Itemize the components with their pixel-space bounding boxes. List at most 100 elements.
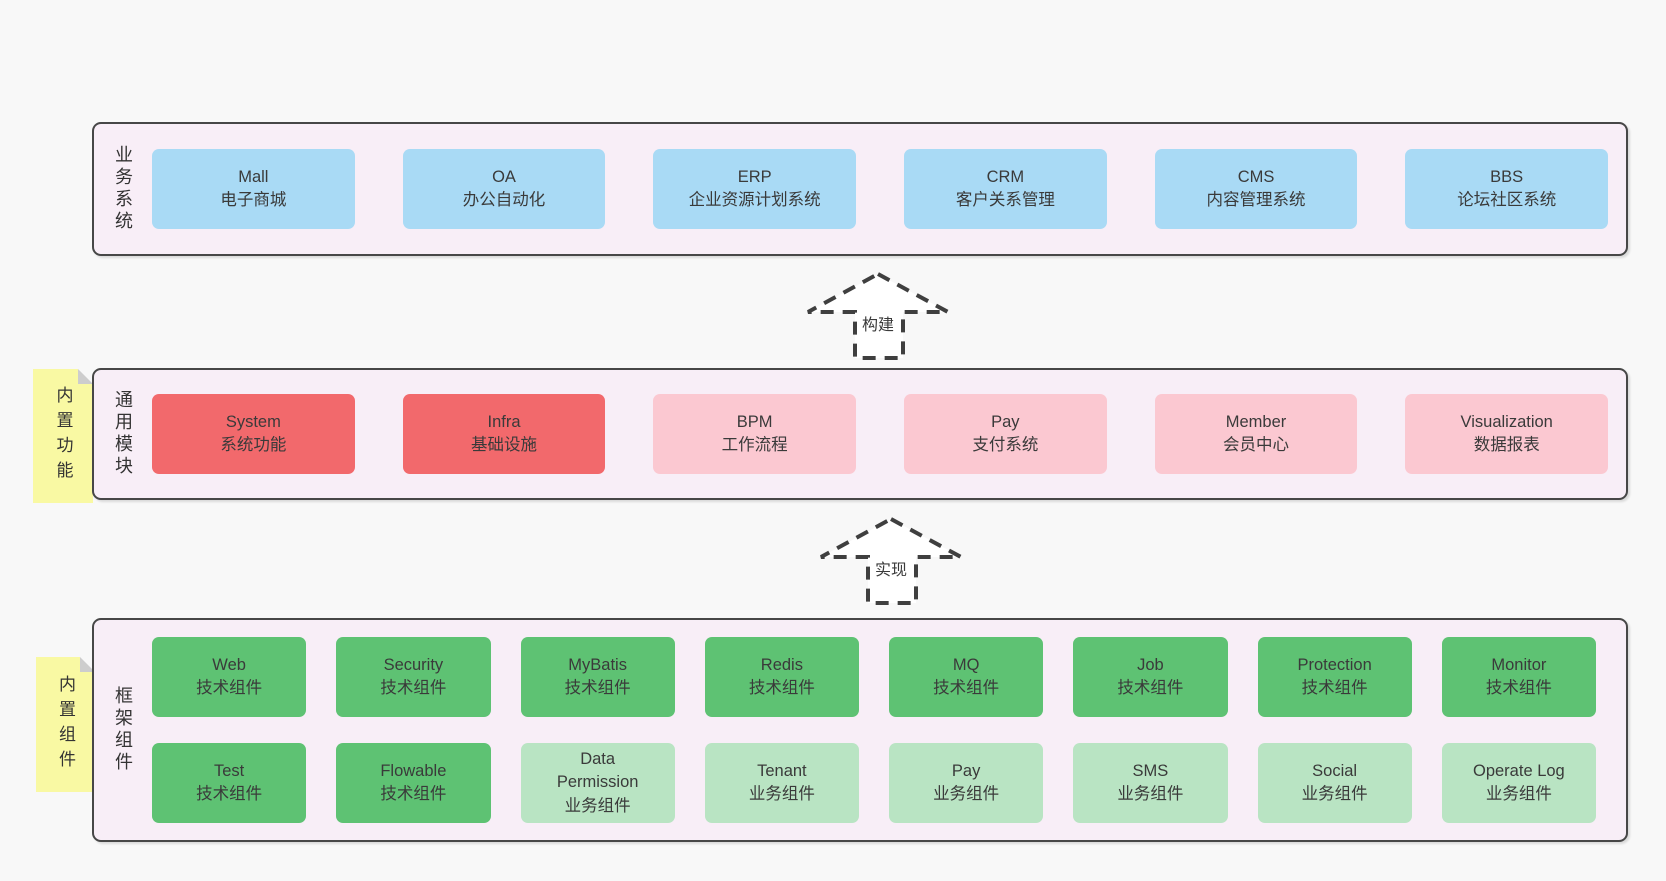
box-title: Pay [991,412,1020,431]
box-bpm: BPM 工作流程 [653,394,857,474]
box-subtitle: 技术组件 [196,785,263,803]
sticky-note-built-in-features: 内置功能 [33,369,93,503]
box-sms: SMS 业务组件 [1073,743,1228,823]
box-test: Test 技术组件 [152,743,307,823]
box-cms: CMS 内容管理系统 [1154,149,1358,229]
box-mybatis: MyBatis 技术组件 [520,637,675,717]
box-title: Tenant [757,761,807,780]
box-subtitle: 技术组件 [564,679,631,697]
box-title: Test [213,761,245,780]
box-subtitle: 系统功能 [220,436,287,454]
box-title: Protection [1297,655,1372,674]
band-row: System 系统功能 Infra 基础设施 BPM 工作流程 Pay 支付系统 Member 会… [152,394,1609,474]
box-protection: Protection 技术组件 [1257,637,1412,717]
box-title: Pay [951,761,981,780]
box-subtitle: 业务组件 [748,785,815,803]
box-subtitle: 办公自动化 [462,191,546,209]
box-title: Member [1225,412,1287,431]
box-oa: OA 办公自动化 [402,149,606,229]
box-subtitle: 技术组件 [933,679,1000,697]
box-subtitle: 会员中心 [1223,436,1290,454]
box-title: System [225,412,281,431]
box-subtitle: 数据报表 [1473,436,1540,454]
box-title: Social [1312,761,1358,780]
box-subtitle: 企业资源计划系统 [688,191,821,209]
sticky-note-built-in-components: 内置组件 [36,657,95,792]
box-title: OA [492,167,516,186]
box-subtitle: 技术组件 [1485,679,1552,697]
box-title: Monitor [1491,655,1547,674]
box-subtitle: 业务组件 [1301,785,1368,803]
box-subtitle: 基础设施 [471,436,537,454]
box-mq: MQ 技术组件 [889,637,1044,717]
box-subtitle: 业务组件 [564,796,631,815]
box-subtitle: 技术组件 [380,679,447,697]
box-title: Infra [487,412,521,431]
box-subtitle: 支付系统 [972,436,1039,454]
box-subtitle: 技术组件 [1117,679,1184,697]
box-member: Member 会员中心 [1154,394,1358,474]
box-subtitle: 业务组件 [933,785,1000,803]
build-arrow: 构建 [798,268,958,362]
box-subtitle: 技术组件 [380,785,447,803]
box-job: Job 技术组件 [1073,637,1228,717]
box-mall: Mall 电子商城 [152,149,355,229]
box-title: Data Permission [556,749,639,792]
implement-arrow: 实现 [811,513,971,607]
box-erp: ERP 企业资源计划系统 [653,149,857,229]
box-subtitle: 技术组件 [748,679,815,697]
box-operate-log: Operate Log 业务组件 [1441,743,1596,823]
box-subtitle: 技术组件 [1301,679,1368,697]
box-subtitle: 内容管理系统 [1206,191,1306,209]
box-system: System 系统功能 [152,394,355,474]
box-title: Mall [238,167,269,186]
box-subtitle: 论坛社区系统 [1457,191,1557,209]
band-label-common-modules: 通用模块 [113,390,133,478]
box-subtitle: 客户关系管理 [955,191,1055,209]
box-title: BBS [1490,167,1524,186]
box-subtitle: 业务组件 [1485,785,1552,803]
box-social: Social 业务组件 [1257,743,1412,823]
box-title: MQ [952,655,980,674]
box-pay: Pay 支付系统 [904,394,1107,474]
box-title: Job [1137,655,1164,674]
band-rows: System 系统功能 Infra 基础设施 BPM 工作流程 Pay 支付系统 Member 会… [152,370,1626,498]
box-tenant: Tenant 业务组件 [704,743,859,823]
box-infra: Infra 基础设施 [402,394,606,474]
box-title: CMS [1237,167,1275,186]
box-title: Flowable [380,761,447,780]
box-title: MyBatis [568,655,627,674]
box-title: Operate Log [1473,761,1565,780]
box-title: Visualization [1460,412,1553,431]
box-web: Web 技术组件 [152,637,307,717]
box-data-permission: Data Permission 业务组件 [520,743,675,823]
box-title: SMS [1132,761,1169,780]
box-subtitle: 技术组件 [196,679,263,697]
box-title: BPM [736,412,773,431]
box-title: Security [383,655,444,674]
box-subtitle: 电子商城 [220,191,287,209]
box-monitor: Monitor 技术组件 [1441,637,1596,717]
box-title: ERP [737,167,772,186]
box-security: Security 技术组件 [336,637,491,717]
box-visualization: Visualization 数据报表 [1405,394,1609,474]
sticky-note-label: 内置组件 [56,674,75,775]
build-arrow-label: 构建 [859,311,897,335]
band-label-framework-components: 框架组件 [113,686,133,774]
box-bbs: BBS 论坛社区系统 [1405,149,1609,229]
band-label-business-systems: 业务系统 [113,145,133,233]
box-title: Redis [760,655,803,674]
box-flowable: Flowable 技术组件 [336,743,491,823]
box-subtitle: 业务组件 [1117,785,1184,803]
box-title: Web [212,655,246,674]
box-subtitle: 工作流程 [721,436,788,454]
box-redis: Redis 技术组件 [704,637,859,717]
